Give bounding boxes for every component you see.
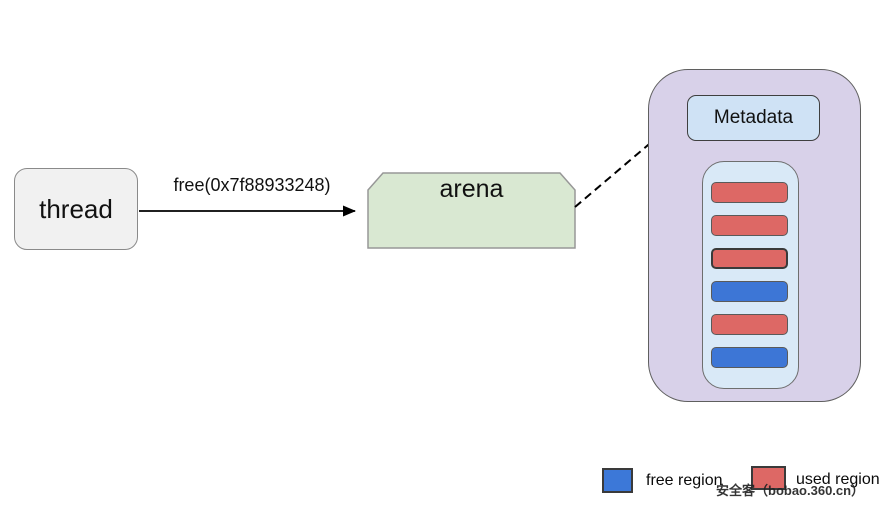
metadata-node: Metadata	[687, 95, 820, 141]
chunk-used	[711, 182, 788, 203]
chunk-free	[711, 281, 788, 302]
legend-used-swatch	[751, 466, 786, 490]
chunk-used	[711, 215, 788, 236]
chunk-used	[711, 248, 788, 269]
thread-node: thread	[14, 168, 138, 250]
arena-label: arena	[439, 175, 504, 203]
metadata-label: Metadata	[713, 107, 794, 128]
watermark-text: 安全客（bobao.360.cn）	[716, 483, 865, 498]
legend-free-swatch	[602, 468, 633, 493]
free-call-label: free(0x7f88933248)	[173, 175, 331, 195]
legend-free-label: free region	[646, 472, 723, 489]
legend-used-label: used region	[796, 471, 880, 488]
chunk-stack	[711, 182, 788, 368]
chunk-used	[711, 314, 788, 335]
thread-label: thread	[39, 193, 113, 224]
chunk-free	[711, 347, 788, 368]
